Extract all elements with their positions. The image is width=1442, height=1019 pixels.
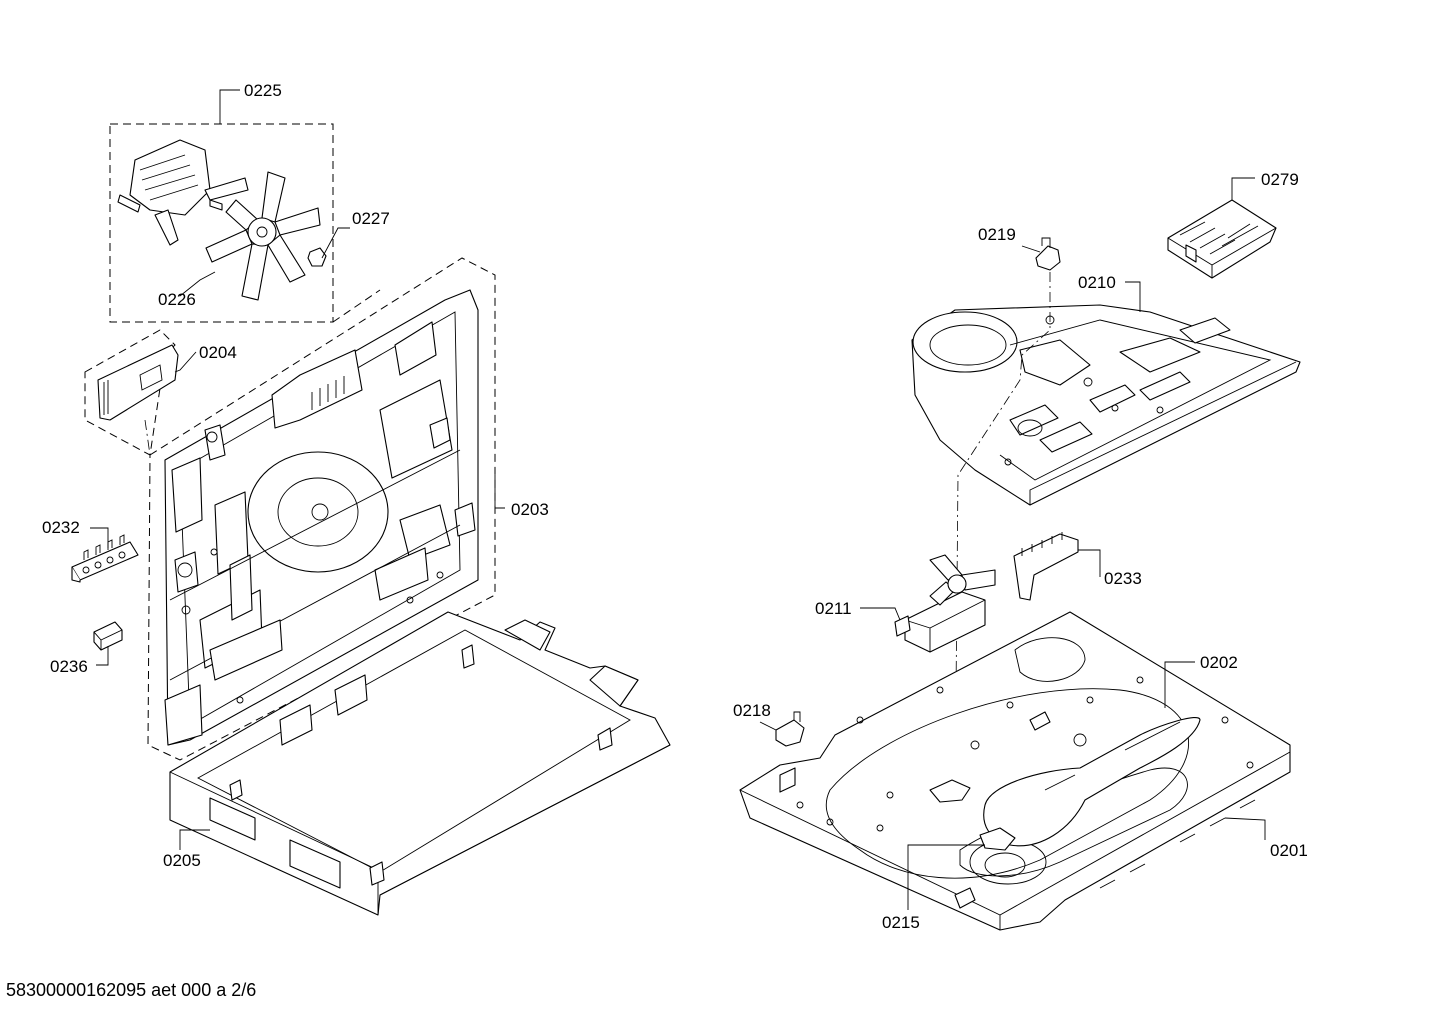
callout-0202: 0202 bbox=[1200, 653, 1238, 672]
callout-0233: 0233 bbox=[1104, 569, 1142, 588]
control-module-0279 bbox=[1167, 199, 1277, 279]
assembly-axis-line bbox=[954, 272, 1051, 801]
fan-nut bbox=[307, 247, 327, 267]
callout-0225: 0225 bbox=[244, 81, 282, 100]
wire-bracket-0233 bbox=[1013, 532, 1079, 601]
rear-panel-0203 bbox=[164, 289, 479, 746]
callout-0227: 0227 bbox=[352, 209, 390, 228]
fan-blade bbox=[205, 171, 321, 301]
callout-0201: 0201 bbox=[1270, 841, 1308, 860]
callout-0232: 0232 bbox=[42, 518, 80, 537]
bottom-tray-0205 bbox=[169, 611, 671, 916]
base-plate-0201 bbox=[739, 611, 1291, 931]
callout-0204: 0204 bbox=[199, 343, 237, 362]
convection-fan-motor bbox=[117, 139, 249, 246]
callout-0279: 0279 bbox=[1261, 170, 1299, 189]
callout-0226: 0226 bbox=[158, 290, 196, 309]
callout-0205: 0205 bbox=[163, 851, 201, 870]
terminal-block-0232 bbox=[71, 534, 139, 583]
air-duct-cover-0210 bbox=[911, 304, 1301, 506]
callout-0215: 0215 bbox=[882, 913, 920, 932]
callout-labels: 0225 0227 0226 0204 0203 0232 0236 0205 … bbox=[42, 81, 1308, 932]
small-switch-0236 bbox=[93, 621, 123, 651]
left-leader-lines bbox=[90, 89, 505, 850]
small-sensor-0218 bbox=[775, 711, 805, 747]
callout-0203: 0203 bbox=[511, 500, 549, 519]
right-leader-lines bbox=[759, 177, 1266, 910]
callout-0210: 0210 bbox=[1078, 273, 1116, 292]
cooling-fan-motor-0211 bbox=[894, 554, 996, 653]
document-code-footer: 58300000162095 aet 000 a 2/6 bbox=[6, 980, 257, 1000]
callout-0211: 0211 bbox=[815, 599, 852, 618]
callout-0219: 0219 bbox=[978, 225, 1016, 244]
fan-motor-assembly-group bbox=[109, 123, 381, 323]
back-panel-outline bbox=[147, 257, 496, 761]
mounting-bracket-0204 bbox=[84, 329, 179, 456]
temperature-sensor-0219 bbox=[1035, 237, 1061, 271]
callout-0236: 0236 bbox=[50, 657, 88, 676]
callout-0218: 0218 bbox=[733, 701, 771, 720]
